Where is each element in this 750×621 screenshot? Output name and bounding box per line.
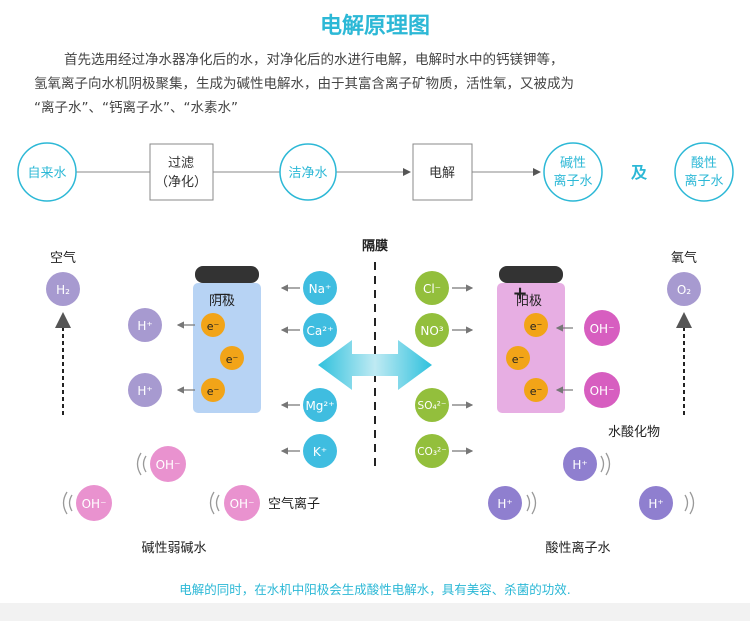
anode-ohminus-2 — [584, 372, 620, 408]
page-title: 电解原理图 — [319, 14, 430, 39]
acidic-hplus-2 — [488, 486, 522, 520]
anode-electron-1 — [524, 313, 548, 337]
alkaline-ohminus-3-label: OH⁻ — [230, 497, 255, 511]
cathode-sign: — — [214, 284, 231, 304]
clean-water-label: 洁净水 — [288, 166, 327, 181]
tap-water-circle — [17, 142, 77, 202]
anode-label: 阳极 — [516, 294, 542, 309]
oxygen-gas-circle — [667, 272, 701, 306]
sodium-ion — [303, 271, 337, 305]
anode-electron-3-label: e⁻ — [530, 385, 543, 398]
acidic-water-circle — [674, 142, 734, 202]
potassium-ion-label: K⁺ — [313, 445, 327, 459]
cathode-hplus-2 — [128, 373, 162, 407]
intro-line-1: 首先选用经过净水器净化后的水，对净化后的水进行电解，电解时水中的钙镁钾等， — [64, 52, 564, 68]
anode-ohminus-1-label: OH⁻ — [590, 322, 615, 336]
hydroxide-label: 水酸化物 — [608, 425, 660, 440]
alkaline-ohminus-2-label: OH⁻ — [82, 497, 107, 511]
carbonate-ion — [415, 434, 449, 468]
alkaline-water-circle — [543, 142, 603, 202]
membrane-label: 隔膜 — [362, 238, 388, 254]
anode-ohminus-1 — [584, 310, 620, 346]
right-gas-label: 氧气 — [671, 250, 697, 266]
anode-electron-2-label: e⁻ — [512, 353, 525, 366]
cathode-electron-3-label: e⁻ — [207, 385, 220, 398]
cathode-cap — [195, 266, 259, 283]
hydrogen-gas-circle — [46, 272, 80, 306]
acidic-hplus-3-label: H⁺ — [648, 497, 663, 511]
cathode-electron-1 — [201, 313, 225, 337]
anode-electron-3 — [524, 378, 548, 402]
alkaline-label-2: 离子水 — [553, 173, 592, 189]
bidirectional-arrow — [318, 340, 432, 390]
vibration-marks — [62, 452, 695, 515]
anode-ohminus-2-label: OH⁻ — [590, 384, 615, 398]
chloride-ion-label: Cl⁻ — [423, 282, 441, 296]
hydrogen-gas-symbol: H₂ — [56, 283, 70, 297]
cathode-hplus-1-label: H⁺ — [137, 319, 152, 333]
alkaline-label-1: 碱性 — [560, 156, 586, 171]
cathode-electron-2-label: e⁻ — [226, 353, 239, 366]
acidic-hplus-1-label: H⁺ — [572, 458, 587, 472]
left-gas-label: 空气 — [50, 250, 76, 266]
air-ion-label: 空气离子 — [268, 496, 320, 512]
bottom-band — [0, 603, 750, 621]
nitrate-ion-label: NO³ — [420, 324, 443, 338]
filter-label-1: 过滤 — [168, 156, 194, 171]
electrolysis-label: 电解 — [429, 166, 455, 181]
intro-text: 首先选用经过净水器净化后的水，对净化后的水进行电解，电解时水中的钙镁钾等， 氢氧… — [34, 48, 724, 120]
alkaline-ohminus-1-label: OH⁻ — [156, 458, 181, 472]
acidic-label-1: 酸性 — [691, 156, 717, 171]
filter-box — [149, 143, 214, 201]
and-label: 及 — [631, 163, 648, 182]
alkaline-ohminus-1 — [150, 446, 186, 482]
alkaline-ohminus-2 — [76, 485, 112, 521]
sodium-ion-label: Na⁺ — [309, 282, 332, 296]
acidic-hplus-2-label: H⁺ — [497, 497, 512, 511]
sulfate-ion-label: SO₄²⁻ — [418, 400, 447, 412]
carbonate-ion-label: CO₃²⁻ — [417, 446, 447, 458]
potassium-ion — [303, 434, 337, 468]
cathode-electron-3 — [201, 378, 225, 402]
alkaline-water-label: 碱性弱碱水 — [141, 541, 206, 556]
anode-body — [497, 283, 565, 413]
cathode-label: 阴极 — [209, 294, 235, 309]
acidic-hplus-3 — [639, 486, 673, 520]
magnesium-ion-label: Mg²⁺ — [305, 399, 334, 413]
magnesium-ion — [303, 388, 337, 422]
acidic-hplus-1 — [563, 447, 597, 481]
clean-water-circle — [279, 143, 337, 201]
anode-sign: + — [512, 283, 527, 304]
tap-water-label: 自来水 — [27, 166, 66, 181]
intro-line-2: 氢氧离子向水机阴极聚集，生成为碱性电解水，由于其富含离子矿物质，活性氧，又被成为 — [34, 76, 574, 92]
calcium-ion-label: Ca²⁺ — [307, 324, 334, 338]
anode-electron-2 — [506, 346, 530, 370]
cathode-electron-2 — [220, 346, 244, 370]
anode-cap — [499, 266, 563, 283]
process-flow: 自来水 过滤 （净化） 洁净水 电解 碱性 离子水 及 酸性 离子水 — [17, 142, 734, 202]
anode-electron-1-label: e⁻ — [530, 320, 543, 333]
acidic-label-2: 离子水 — [684, 173, 723, 189]
ion-arrows — [176, 284, 573, 455]
filter-label-2: （净化） — [155, 175, 207, 190]
calcium-ion — [303, 313, 337, 347]
footer-note: 电解的同时，在水机中阳极会生成酸性电解水，具有美容、杀菌的功效. — [179, 582, 571, 597]
oxygen-gas-symbol: O₂ — [677, 283, 691, 297]
nitrate-ion — [415, 313, 449, 347]
electrolysis-box — [412, 143, 473, 201]
sulfate-ion — [415, 388, 449, 422]
cathode-hplus-1 — [128, 308, 162, 342]
chloride-ion — [415, 271, 449, 305]
intro-line-3: “离子水”、“钙离子水”、“水素水” — [34, 100, 238, 116]
alkaline-ohminus-3 — [224, 485, 260, 521]
acidic-water-label: 酸性离子水 — [545, 540, 610, 556]
cathode-hplus-2-label: H⁺ — [137, 384, 152, 398]
cathode-electron-1-label: e⁻ — [207, 320, 220, 333]
